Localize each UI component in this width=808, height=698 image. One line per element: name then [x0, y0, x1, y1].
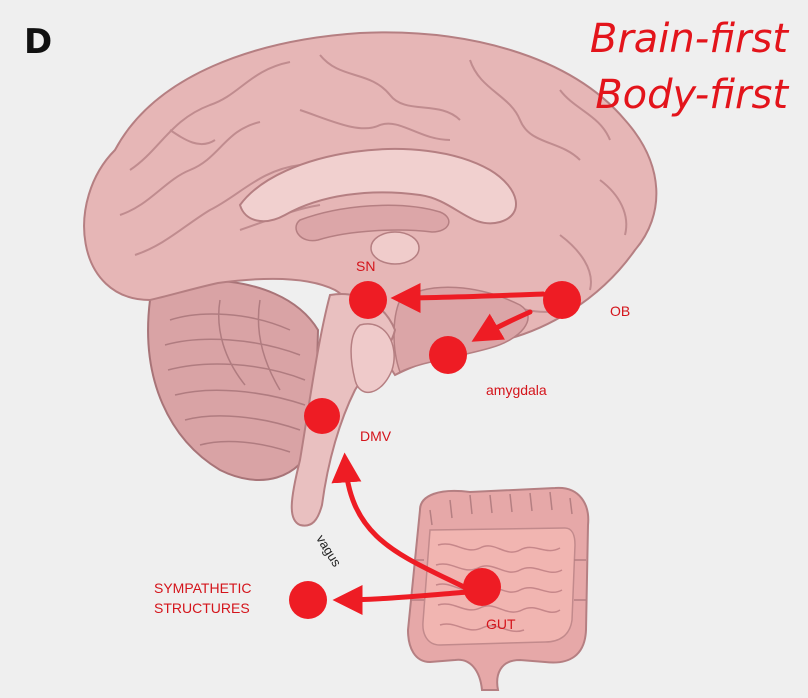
thalamus [371, 232, 419, 264]
title-brain-first: Brain-first [590, 16, 788, 62]
label-sympathetic-line2: STRUCTURES [154, 598, 252, 618]
ob-marker [543, 281, 581, 319]
label-sn: SN [356, 258, 375, 274]
sympathetic-marker [289, 581, 327, 619]
cerebellum [148, 280, 318, 480]
label-sympathetic-line1: SYMPATHETIC [154, 578, 252, 598]
panel-letter: D [24, 22, 52, 62]
amygdala-marker [429, 336, 467, 374]
dmv-marker [304, 398, 340, 434]
label-amygdala: amygdala [486, 382, 547, 398]
label-gut: GUT [486, 616, 516, 632]
label-sympathetic-structures: SYMPATHETIC STRUCTURES [154, 578, 252, 618]
label-ob: OB [610, 303, 630, 319]
pons [351, 324, 394, 392]
label-dmv: DMV [360, 428, 391, 444]
gut-marker [463, 568, 501, 606]
sn-marker [349, 281, 387, 319]
title-body-first: Body-first [595, 72, 788, 118]
